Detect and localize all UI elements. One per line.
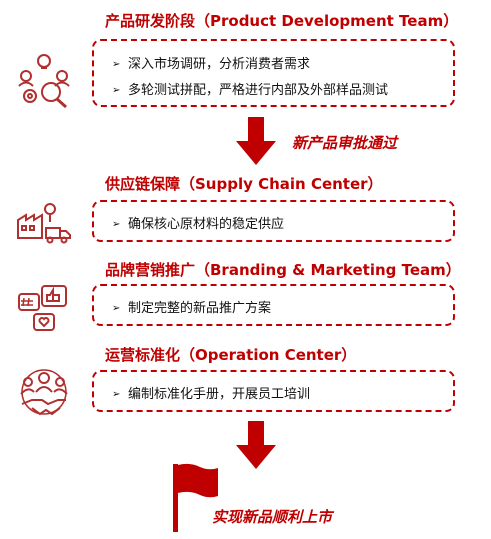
stage-title-branding-marketing: 品牌营销推广（Branding & Marketing Team） [105,261,461,279]
bullet-arrow-icon: ➢ [112,303,121,314]
stage-title-operation: 运营标准化（Operation Center） [105,346,357,364]
list-item: ➢ 编制标准化手册，开展员工培训 [112,383,310,402]
bullet-arrow-icon: ➢ [112,389,121,400]
stage-box-branding-marketing: ➢ 制定完整的新品推广方案 [92,284,455,326]
down-arrow-icon [236,421,276,469]
approval-label: 新产品审批通过 [292,134,398,152]
bullet-arrow-icon: ➢ [112,85,121,96]
list-item: ➢ 制定完整的新品推广方案 [112,297,271,316]
stage-title-product-development: 产品研发阶段（Product Development Team） [105,12,459,30]
stage-box-operation: ➢ 编制标准化手册，开展员工培训 [92,370,455,412]
list-item: ➢ 深入市场调研，分析消费者需求 [112,53,310,72]
bullet-text: 制定完整的新品推广方案 [128,301,272,316]
stage-box-product-development: ➢ 深入市场调研，分析消费者需求 ➢ 多轮测试拼配，严格进行内部及外部样品测试 [92,39,455,107]
bullet-text: 编制标准化手册，开展员工培训 [128,387,311,402]
innovation-team-icon [18,54,70,108]
stage-box-supply-chain: ➢ 确保核心原材料的稳定供应 [92,200,455,242]
final-goal-label: 实现新品顺利上市 [212,508,333,526]
bullet-text: 确保核心原材料的稳定供应 [128,217,285,232]
stage-title-supply-chain: 供应链保障（Supply Chain Center） [105,175,383,193]
list-item: ➢ 确保核心原材料的稳定供应 [112,213,284,232]
social-marketing-icon [18,285,67,331]
team-handshake-icon [20,369,68,416]
bullet-arrow-icon: ➢ [112,219,121,230]
bullet-arrow-icon: ➢ [112,59,121,70]
bullet-text: 深入市场调研，分析消费者需求 [128,57,311,72]
red-flag-icon [173,463,218,532]
list-item: ➢ 多轮测试拼配，严格进行内部及外部样品测试 [112,79,388,98]
supply-chain-icon [17,203,71,244]
down-arrow-icon [236,117,276,165]
bullet-text: 多轮测试拼配，严格进行内部及外部样品测试 [128,83,389,98]
